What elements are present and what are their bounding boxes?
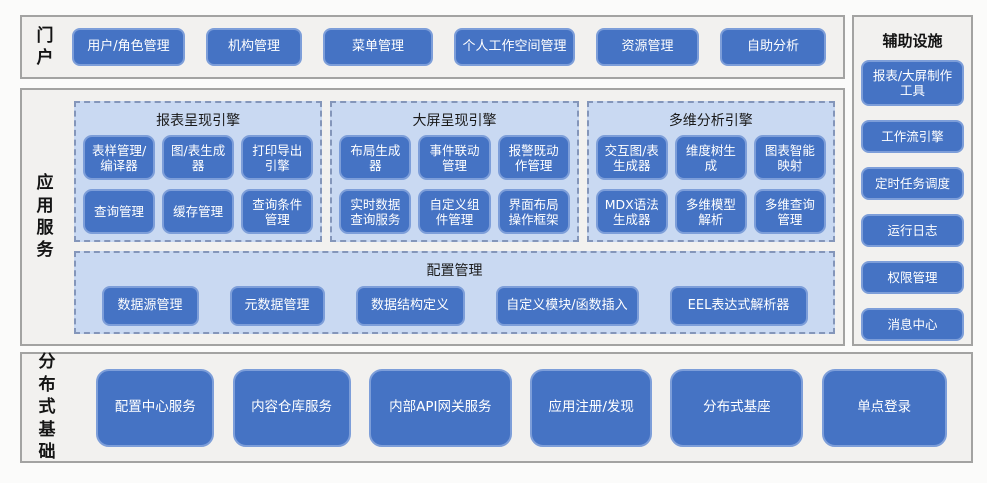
portal-node: 自助分析 (720, 28, 826, 66)
auxiliary-node: 工作流引擎 (861, 120, 964, 153)
auxiliary-facilities-section: 辅助设施 报表/大屏制作工具 工作流引擎 定时任务调度 运行日志 权限管理 消息… (852, 15, 973, 346)
config-node: EEL表达式解析器 (669, 285, 808, 326)
foundation-node: 配置中心服务 (96, 368, 215, 447)
distributed-foundation-label-text: 分布式基础 (38, 352, 56, 463)
portal-node: 菜单管理 (323, 28, 433, 66)
auxiliary-node: 运行日志 (861, 214, 964, 247)
distributed-foundation-label: 分布式基础 (22, 352, 72, 463)
portal-node-row: 用户/角色管理 机构管理 菜单管理 个人工作空间管理 资源管理 自助分析 (68, 17, 852, 77)
engine-node: 图/表生成器 (162, 135, 235, 181)
foundation-node: 分布式基座 (670, 368, 804, 447)
auxiliary-node: 报表/大屏制作工具 (861, 60, 964, 106)
portal-node: 资源管理 (596, 28, 699, 66)
engine-node: 自定义组件管理 (418, 189, 491, 235)
config-node: 自定义模块/函数插入 (495, 285, 639, 326)
engine-node: 布局生成器 (339, 135, 412, 181)
foundation-node: 内部API网关服务 (368, 368, 512, 447)
config-management-panel: 配置管理 数据源管理 元数据管理 数据结构定义 自定义模块/函数插入 EEL表达… (74, 251, 835, 334)
portal-node: 个人工作空间管理 (454, 28, 575, 66)
engine-node: MDX语法生成器 (595, 189, 668, 235)
engine-node: 维度树生成 (674, 135, 747, 181)
engine-node-grid: 布局生成器 事件联动管理 报警既动作管理 实时数据查询服务 自定义组件管理 界面… (339, 135, 570, 235)
portal-node: 用户/角色管理 (72, 28, 185, 66)
engine-node: 查询管理 (83, 189, 156, 235)
auxiliary-node: 权限管理 (861, 261, 964, 294)
portal-node: 机构管理 (206, 28, 302, 66)
auxiliary-node: 定时任务调度 (861, 167, 964, 200)
foundation-node: 单点登录 (821, 368, 947, 447)
auxiliary-node: 消息中心 (861, 308, 964, 341)
engine-node: 缓存管理 (162, 189, 235, 235)
auxiliary-facilities-title: 辅助设施 (882, 32, 943, 50)
engine-node: 打印导出引擎 (241, 135, 314, 181)
config-node: 数据源管理 (101, 285, 199, 326)
engine-node: 事件联动管理 (418, 135, 491, 181)
engine-node: 多维模型解析 (674, 189, 747, 235)
engine-node: 界面布局操作框架 (497, 189, 570, 235)
engine-title: 报表呈现引擎 (156, 113, 241, 129)
application-services-content: 报表呈现引擎 表样管理/编译器 图/表生成器 打印导出引擎 查询管理 缓存管理 … (68, 90, 843, 344)
portal-section-label: 门户 (22, 17, 68, 77)
engine-node: 报警既动作管理 (497, 135, 570, 181)
config-panel-title: 配置管理 (426, 263, 483, 280)
config-node: 元数据管理 (229, 285, 325, 326)
foundation-node: 应用注册/发现 (530, 368, 653, 447)
distributed-foundation-section: 分布式基础 配置中心服务 内容仓库服务 内部API网关服务 应用注册/发现 分布… (20, 352, 973, 463)
portal-label-text: 门户 (36, 25, 54, 68)
foundation-node: 内容仓库服务 (232, 368, 351, 447)
engine-panels-row: 报表呈现引擎 表样管理/编译器 图/表生成器 打印导出引擎 查询管理 缓存管理 … (74, 101, 835, 243)
application-services-label-text: 应用服务 (36, 173, 54, 261)
engine-node-grid: 交互图/表生成器 维度树生成 图表智能映射 MDX语法生成器 多维模型解析 多维… (595, 135, 826, 235)
report-engine-panel: 报表呈现引擎 表样管理/编译器 图/表生成器 打印导出引擎 查询管理 缓存管理 … (74, 101, 323, 243)
config-node: 数据结构定义 (355, 285, 465, 326)
config-node-row: 数据源管理 元数据管理 数据结构定义 自定义模块/函数插入 EEL表达式解析器 (83, 285, 826, 326)
application-services-label: 应用服务 (22, 90, 68, 344)
engine-node-grid: 表样管理/编译器 图/表生成器 打印导出引擎 查询管理 缓存管理 查询条件管理 (83, 135, 314, 235)
engine-title: 大屏呈现引擎 (412, 113, 497, 129)
engine-node: 查询条件管理 (241, 189, 314, 235)
olap-engine-panel: 多维分析引擎 交互图/表生成器 维度树生成 图表智能映射 MDX语法生成器 多维… (586, 101, 835, 243)
engine-node: 交互图/表生成器 (595, 135, 668, 181)
engine-node: 实时数据查询服务 (339, 189, 412, 235)
portal-section: 门户 用户/角色管理 机构管理 菜单管理 个人工作空间管理 资源管理 自助分析 (20, 15, 845, 79)
auxiliary-node-column: 报表/大屏制作工具 工作流引擎 定时任务调度 运行日志 权限管理 消息中心 (861, 60, 964, 341)
engine-node: 图表智能映射 (753, 135, 826, 181)
engine-node: 表样管理/编译器 (83, 135, 156, 181)
dashboard-engine-panel: 大屏呈现引擎 布局生成器 事件联动管理 报警既动作管理 实时数据查询服务 自定义… (330, 101, 579, 243)
engine-node: 多维查询管理 (753, 189, 826, 235)
application-services-section: 应用服务 报表呈现引擎 表样管理/编译器 图/表生成器 打印导出引擎 查询管理 … (20, 88, 845, 346)
engine-title: 多维分析引擎 (668, 113, 753, 129)
foundation-node-row: 配置中心服务 内容仓库服务 内部API网关服务 应用注册/发现 分布式基座 单点… (72, 354, 971, 461)
